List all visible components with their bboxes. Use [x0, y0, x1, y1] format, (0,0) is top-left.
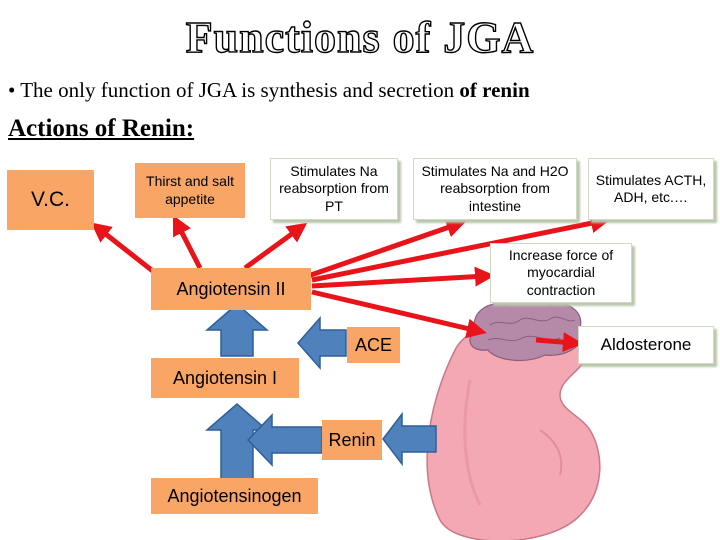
na-pt-box: Stimulates Na reabsorption from PT: [270, 158, 398, 220]
angiotensin2-label: Angiotensin II: [176, 278, 286, 299]
arrow-ace-to-angiotensin2: [297, 316, 347, 370]
angiotensinogen-box: Angiotensinogen: [151, 478, 318, 514]
na-h2o-label: Stimulates Na and H2O reabsorption from …: [421, 162, 569, 214]
arrow-angiotensin1-to-angiotensin2: [204, 303, 270, 357]
bullet-text: The only function of JGA is synthesis an…: [20, 78, 455, 102]
renin-label: Renin: [328, 429, 376, 450]
arrow-to-adrenal: [311, 289, 487, 339]
myocardial-label: Increase force of myocardial contraction: [508, 246, 614, 298]
section-heading: Actions of Renin:: [8, 115, 195, 142]
arrow-to-thirst: [172, 214, 203, 270]
adrenal-gland-illustration: [469, 293, 584, 361]
arrow-to-acth: [311, 213, 611, 283]
bullet-bold-text: of renin: [459, 78, 530, 102]
thirst-box: Thirst and salt appetite: [135, 163, 245, 218]
myocardial-box: Increase force of myocardial contraction: [490, 243, 632, 303]
angiotensin1-label: Angiotensin I: [172, 367, 278, 388]
acth-label: Stimulates ACTH, ADH, etc.…: [595, 171, 707, 206]
ace-box: ACE: [347, 327, 400, 363]
ace-label: ACE: [354, 334, 392, 355]
vc-label: V.C.: [31, 188, 70, 211]
renin-box: Renin: [322, 420, 382, 460]
vc-box: V.C.: [7, 170, 94, 230]
slide-title: Functions of JGA: [185, 12, 535, 62]
arrow-to-na-h2o: [307, 218, 467, 279]
arrow-renin-to-angiotensin1: [246, 413, 323, 467]
na-pt-label: Stimulates Na reabsorption from PT: [279, 162, 389, 214]
arrow-to-myocardial: [311, 266, 495, 289]
arrow-to-na-pt: [243, 222, 308, 271]
arrow-kidney-renin: [382, 411, 437, 467]
na-h2o-box: Stimulates Na and H2O reabsorption from …: [413, 158, 577, 220]
thirst-label: Thirst and salt appetite: [146, 173, 234, 207]
acth-box: Stimulates ACTH, ADH, etc.…: [588, 158, 714, 220]
aldosterone-label: Aldosterone: [600, 335, 692, 355]
angiotensinogen-label: Angiotensinogen: [167, 485, 302, 506]
angiotensin1-box: Angiotensin I: [151, 358, 299, 398]
angiotensin2-box: Angiotensin II: [151, 268, 311, 310]
bullet-point: • The only function of JGA is synthesis …: [8, 78, 530, 103]
bullet-marker: •: [8, 78, 16, 102]
aldosterone-box: Aldosterone: [578, 326, 714, 364]
arrow-adrenal-to-aldosterone: [535, 332, 583, 353]
arrow-angiotensinogen-to-angiotensin1: [204, 403, 270, 481]
